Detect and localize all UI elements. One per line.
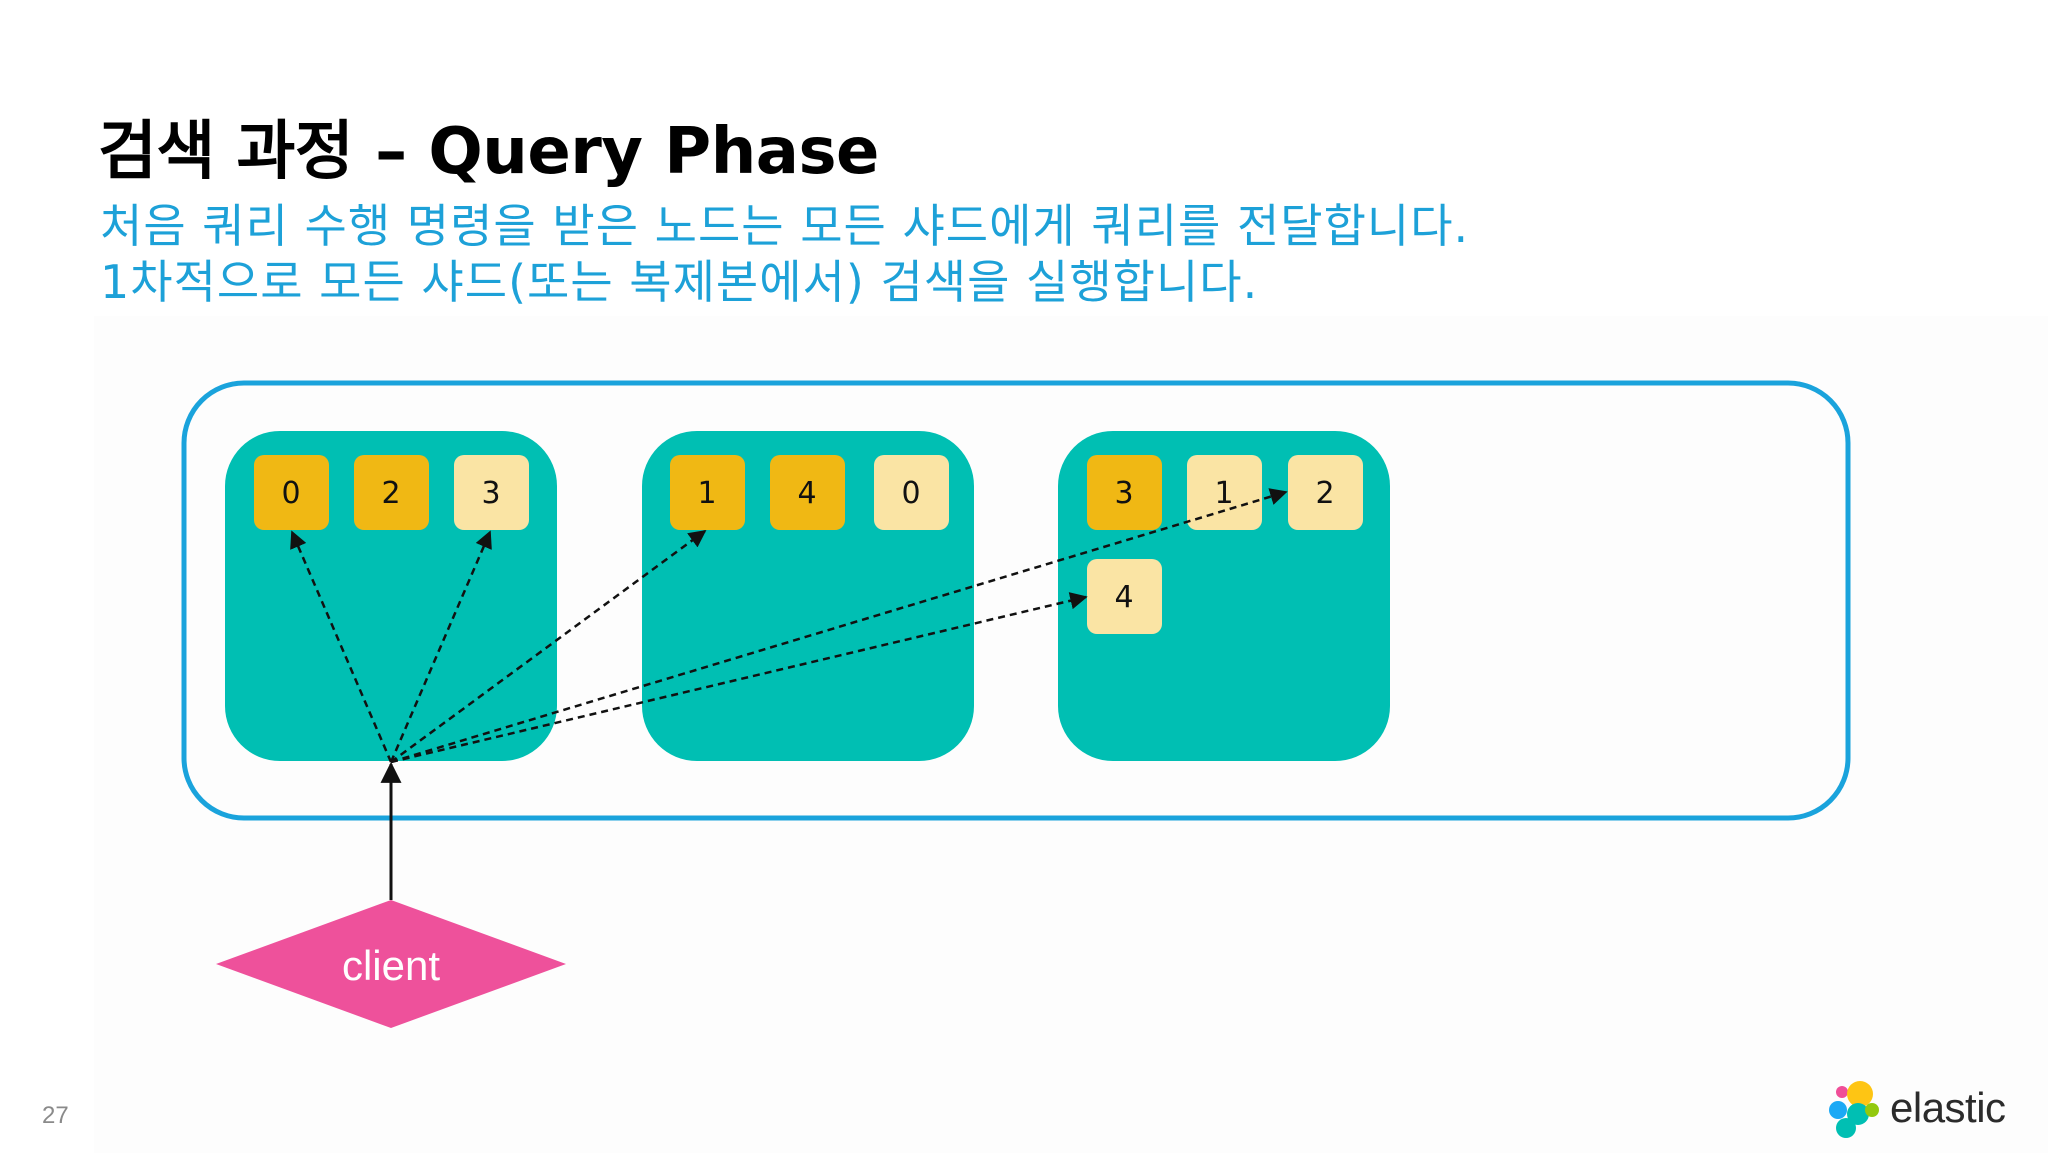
shard-label: 4	[797, 476, 816, 511]
query-arrow	[390, 529, 707, 764]
elastic-logo: elastic	[1824, 1080, 2024, 1140]
shard-node3-0: 3	[1087, 455, 1162, 530]
shard-label: 4	[1114, 580, 1133, 615]
shard-node3-2: 2	[1288, 455, 1363, 530]
shard-label: 2	[381, 476, 400, 511]
shard-label: 3	[1114, 476, 1133, 511]
query-arrow	[290, 530, 393, 763]
query-arrows	[290, 488, 1288, 764]
node-1: 0 2 3	[225, 431, 557, 761]
client-label: client	[342, 942, 440, 989]
shard-label: 3	[481, 476, 500, 511]
shard-label: 1	[697, 476, 716, 511]
elastic-logo-icon	[1829, 1081, 1879, 1138]
client-node: client	[216, 900, 566, 1028]
shard-node1-0: 0	[254, 455, 329, 530]
query-arrow	[389, 530, 492, 763]
cluster-box	[181, 380, 1851, 821]
shard-node1-1: 2	[354, 455, 429, 530]
shard-node2-1: 4	[770, 455, 845, 530]
client-diamond	[216, 900, 566, 1028]
shard-label: 2	[1315, 476, 1334, 511]
shard-node3-1: 1	[1187, 455, 1262, 530]
shard-label: 0	[901, 476, 920, 511]
shard-node1-2: 3	[454, 455, 529, 530]
elastic-logo-text: elastic	[1890, 1084, 2006, 1131]
node-3: 3 1 2 4	[1058, 431, 1390, 761]
slide-title: 검색 과정 – Query Phase	[98, 115, 879, 189]
node-2: 1 4 0	[642, 431, 974, 761]
shard-node2-0: 1	[670, 455, 745, 530]
shard-label: 1	[1214, 476, 1233, 511]
page-number: 27	[42, 1102, 69, 1129]
shard-label: 0	[281, 476, 300, 511]
subtitle-line-2: 1차적으로 모든 샤드(또는 복제본에서) 검색을 실행합니다.	[100, 255, 1259, 309]
shard-node3-3: 4	[1087, 559, 1162, 634]
shard-node2-2: 0	[874, 455, 949, 530]
subtitle-line-1: 처음 쿼리 수행 명령을 받은 노드는 모든 샤드에게 쿼리를 전달합니다.	[100, 199, 1470, 253]
